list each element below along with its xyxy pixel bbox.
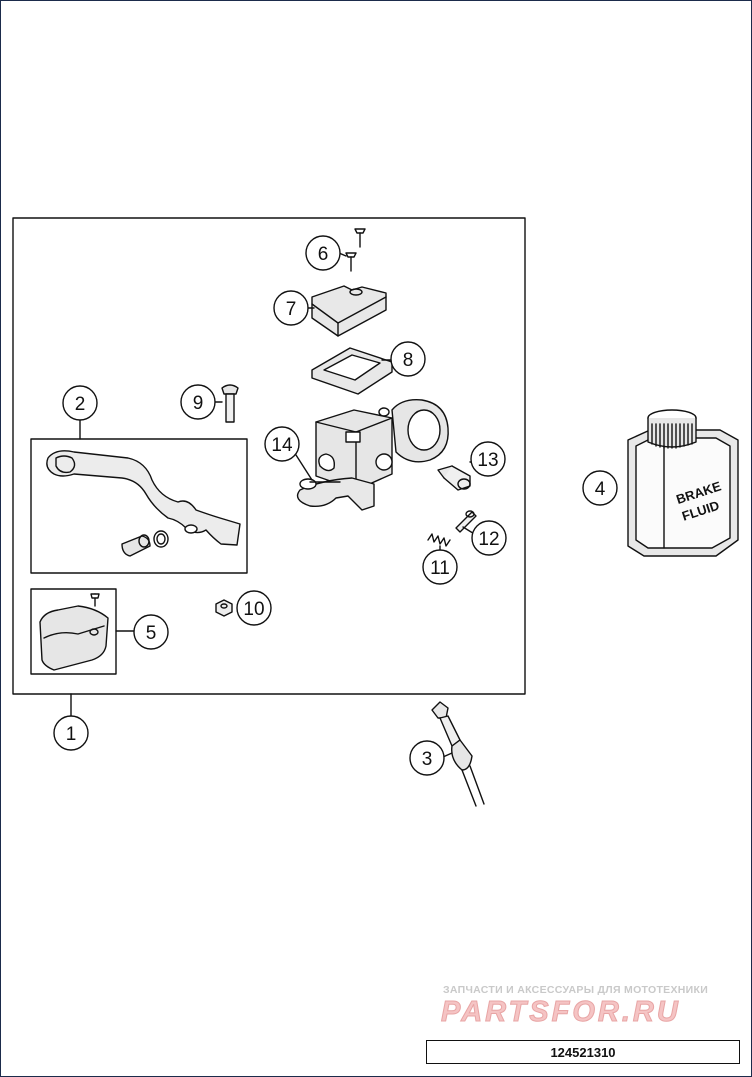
brake-lever-part <box>46 450 241 557</box>
callout-9: 9 <box>180 384 216 420</box>
callout-11: 11 <box>422 549 458 585</box>
callout-label: 8 <box>403 350 414 371</box>
brake-fluid-bottle: BRAKE FLUID <box>627 409 739 557</box>
callout-label: 7 <box>286 299 297 320</box>
callout-label: 11 <box>430 558 450 579</box>
callout-14: 14 <box>264 426 300 462</box>
brake-hose-part <box>431 701 485 807</box>
screw-part-6 <box>345 228 366 272</box>
leader-14 <box>295 454 313 481</box>
callout-label: 6 <box>318 244 329 265</box>
callout-label: 3 <box>422 749 433 770</box>
reservoir-cap-part <box>311 285 387 337</box>
master-cylinder-part <box>296 399 449 511</box>
spring-part-11 <box>427 533 451 547</box>
callout-4: 4 <box>582 470 618 506</box>
assembly-frame <box>12 217 526 695</box>
callout-label: 9 <box>193 393 204 414</box>
bolt-part-9 <box>221 384 239 423</box>
cover-part <box>39 593 109 671</box>
callout-13: 13 <box>470 441 506 477</box>
callout-12: 12 <box>471 520 507 556</box>
pin-part-12 <box>455 510 477 533</box>
callout-2: 2 <box>62 385 98 421</box>
callout-3: 3 <box>409 740 445 776</box>
callout-1: 1 <box>53 715 89 751</box>
document-number: 124521310 <box>550 1044 616 1060</box>
callout-label: 10 <box>243 599 264 620</box>
callout-label: 13 <box>477 450 498 471</box>
callout-label: 1 <box>66 724 77 745</box>
callout-8: 8 <box>390 341 426 377</box>
callout-label: 2 <box>75 394 86 415</box>
callout-label: 14 <box>271 435 293 456</box>
callout-6: 6 <box>305 235 341 271</box>
nut-part-10 <box>215 599 233 617</box>
callout-7: 7 <box>273 290 309 326</box>
callout-label: 12 <box>478 529 499 550</box>
callout-10: 10 <box>236 590 272 626</box>
bolt-part-13 <box>437 465 471 491</box>
callout-5: 5 <box>133 614 169 650</box>
document-number-box: 124521310 <box>426 1040 740 1064</box>
callout-label: 5 <box>146 623 157 644</box>
lever-group-frame <box>30 438 248 574</box>
callout-label: 4 <box>595 479 606 500</box>
gasket-part <box>311 347 393 395</box>
watermark-caption: ЗАПЧАСТИ И АКСЕССУАРЫ ДЛЯ МОТОТЕХНИКИ <box>443 984 709 996</box>
watermark-brand: PARTSFOR.RU <box>441 996 681 1029</box>
